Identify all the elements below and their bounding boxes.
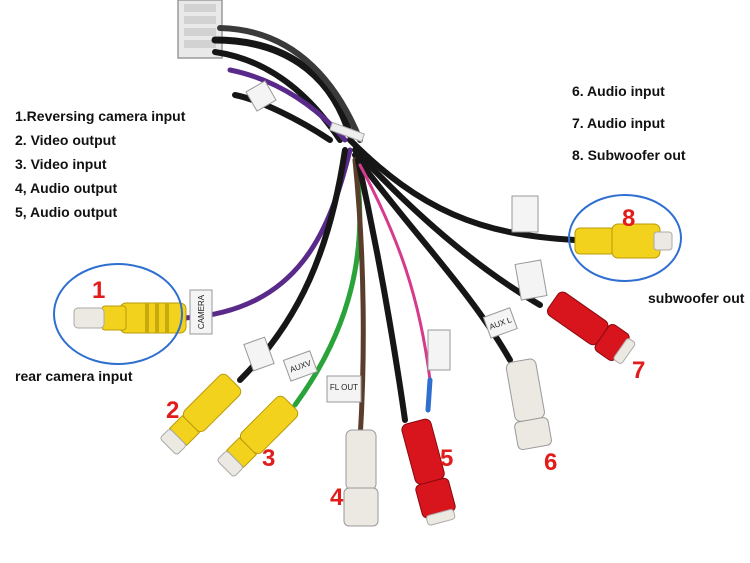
number-4: 4 — [330, 484, 344, 511]
caption-subwoofer: subwoofer out — [648, 290, 745, 306]
legend-item: 4, Audio output — [15, 180, 118, 196]
legend-item: 1.Reversing camera input — [15, 108, 186, 124]
highlight-circle-1 — [53, 263, 183, 365]
legend-right: 6. Audio input 7. Audio input 8. Subwoof… — [572, 75, 686, 171]
rca-plug-4-white — [343, 429, 379, 527]
number-8: 8 — [622, 205, 635, 232]
harness-connector-block — [177, 0, 223, 59]
highlight-circle-8 — [568, 194, 682, 282]
number-5: 5 — [440, 445, 453, 472]
rca-plug-7-red — [546, 291, 636, 364]
number-1: 1 — [92, 277, 105, 304]
wire-bundle — [182, 25, 578, 443]
tag-flout: FL OUT — [330, 383, 358, 392]
legend-item: 3. Video input — [15, 156, 107, 172]
legend-item: 7. Audio input — [572, 115, 665, 131]
rca-plug-3-yellow — [217, 395, 299, 477]
caption-rear-camera: rear camera input — [15, 368, 133, 384]
number-6: 6 — [544, 449, 557, 476]
legend-item: 2. Video output — [15, 132, 116, 148]
number-7: 7 — [632, 357, 645, 384]
rca-plug-5-red — [401, 418, 456, 526]
number-2: 2 — [166, 397, 179, 424]
legend-item: 5, Audio output — [15, 204, 118, 220]
rca-plug-6-white — [505, 358, 552, 451]
legend-left: 1.Reversing camera input 2. Video output… — [15, 104, 185, 224]
rca-plug-8-yellow — [574, 223, 673, 259]
rca-plug-1-yellow — [73, 302, 187, 334]
number-3: 3 — [262, 445, 275, 472]
cable-label-tags: CAMERA AUXV FL OUT AUX L — [189, 80, 548, 403]
rca-plug-2-yellow — [160, 373, 242, 455]
legend-item: 8. Subwoofer out — [572, 147, 686, 163]
tag-camera: CAMERA — [197, 294, 206, 329]
legend-item: 6. Audio input — [572, 83, 665, 99]
